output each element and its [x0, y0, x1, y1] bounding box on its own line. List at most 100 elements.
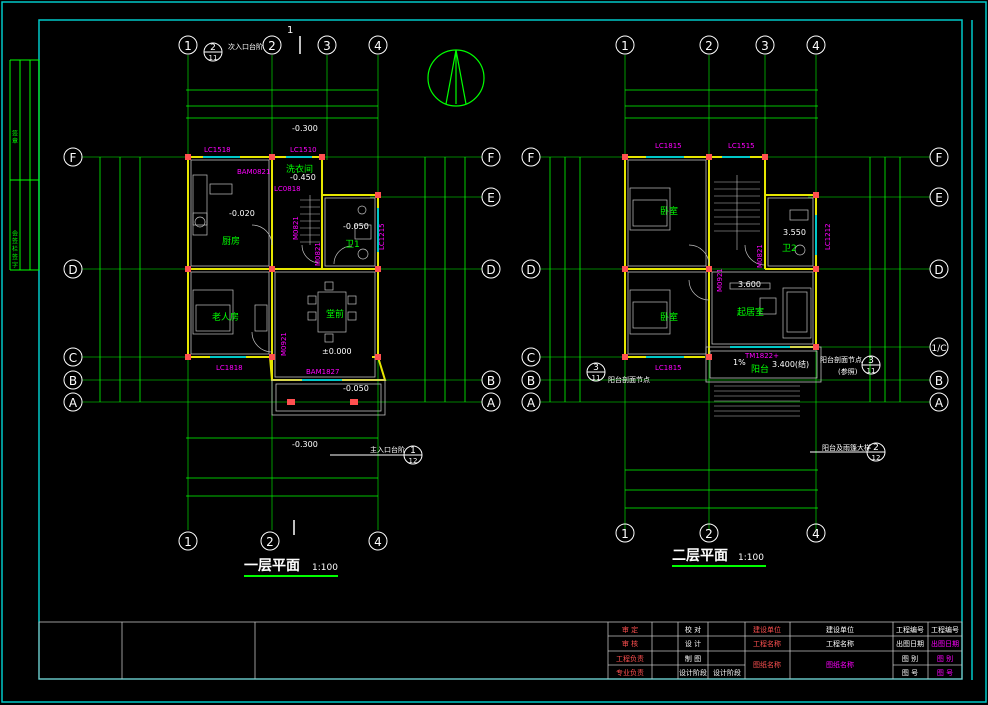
p1-entrance-bottom-ref — [330, 445, 423, 465]
tb-col1-2: 工程负责 — [616, 654, 644, 663]
strip-text-1: 签 章 — [11, 129, 18, 145]
p1-ref-bottom-num: 1 — [410, 446, 416, 456]
plan1-axis-bubbles — [63, 35, 501, 551]
p2-label-lc1815b: LC1815 — [655, 364, 682, 372]
p2-room-bedroom2: 卧室 — [660, 311, 678, 323]
p2-ref-right-sub: 11 — [867, 367, 876, 375]
p2-ref-right-num: 3 — [868, 356, 874, 366]
tb-col2-3: 设计阶段 — [679, 668, 707, 677]
tb-col4-val-3: 图 号 — [937, 669, 953, 677]
plan1-stair — [300, 195, 320, 245]
p2-elev-1: 3.550 — [783, 228, 806, 237]
p2-ref-bottom-label: 阳台及雨篷大样 — [822, 443, 871, 452]
plan1-doors — [251, 224, 353, 353]
p2-axis-right-B: B — [935, 374, 943, 388]
p2-label-tm1822: TM1822+ — [744, 352, 779, 360]
p2-room-wc: 卫2 — [782, 244, 797, 254]
tb-col3-0: 建设单位 — [753, 625, 781, 634]
p1-axis-bottom-4: 4 — [374, 535, 382, 549]
p1-axis-top-1: 1 — [184, 39, 192, 53]
tb-col3-1: 工程名称 — [753, 639, 781, 648]
p2-elev-2: 3.600 — [738, 280, 761, 289]
tb-col4-val-2: 图 别 — [937, 654, 953, 663]
p1-ref-top-num: 2 — [210, 43, 216, 53]
plan2-windows — [646, 156, 817, 358]
tb-col1-3: 专业负责 — [616, 668, 644, 677]
p1-label-m0821a: M0821 — [292, 216, 300, 240]
p2-axis-bottom-2: 2 — [705, 527, 713, 541]
p1-elev-5: ±0.000 — [322, 347, 352, 356]
tb-col3-val-2: 图纸名称 — [826, 660, 854, 669]
p2-ref-right-note: (参照) — [838, 367, 858, 376]
plan2-doors — [688, 244, 766, 301]
plan1-dimension-lines — [99, 89, 466, 497]
p1-ref-top-sub: 11 — [209, 54, 218, 62]
p2-axis-top-4: 4 — [812, 39, 820, 53]
p1-elev-7: -0.300 — [292, 440, 318, 449]
p2-room-balcony: 阳台 — [751, 363, 769, 375]
title-block — [38, 621, 963, 680]
plan2-furniture — [629, 187, 812, 339]
p1-entrance-top-ref — [203, 42, 223, 62]
p2-axis-left-D: D — [526, 263, 535, 277]
p1-room-elder: 老人房 — [212, 311, 239, 323]
tb-col2-1: 设 计 — [685, 639, 701, 648]
p2-room-living: 起居室 — [737, 306, 764, 318]
plan1-title: 一层平面 — [244, 558, 300, 574]
p1-label-m0921: M0921 — [280, 332, 288, 356]
p2-axis-right-1C: 1/C — [931, 344, 946, 354]
p1-axis-top-4: 4 — [374, 39, 382, 53]
p1-label-lc1510: LC1510 — [290, 146, 317, 154]
p2-ref-left-num: 3 — [593, 363, 599, 373]
tb-col1-0: 审 定 — [622, 625, 638, 634]
p1-room-kitchen: 厨房 — [222, 235, 240, 247]
p1-label-lc1215: LC1215 — [378, 223, 386, 250]
p1-axis-bottom-2: 2 — [266, 535, 274, 549]
p2-room-bedroom1: 卧室 — [660, 205, 678, 217]
p1-axis-right-D: D — [486, 263, 495, 277]
p1-elev-1: -0.300 — [292, 124, 318, 133]
p2-axis-bottom-1: 1 — [621, 527, 629, 541]
p1-entrance-bottom-label: 主入口台阶 — [370, 445, 405, 454]
p1-axis-left-D: D — [68, 263, 77, 277]
p2-ref-bubbles — [586, 355, 886, 462]
section-marker-label: 1 — [287, 25, 293, 36]
p1-room-hall: 堂前 — [326, 308, 344, 320]
p2-ref-left-sub: 11 — [592, 374, 601, 382]
p2-axis-left-C: C — [527, 351, 535, 365]
tb-col3-val-0: 建设单位 — [826, 625, 854, 634]
p2-axis-left-A: A — [527, 396, 536, 410]
p1-elev-6: -0.050 — [343, 384, 369, 393]
tb-col3-2: 图纸名称 — [753, 660, 781, 669]
p1-axis-right-E: E — [487, 191, 495, 205]
plan2-scale: 1:100 — [738, 553, 764, 563]
p1-axis-top-3: 3 — [323, 39, 331, 53]
p2-label-lc1212: LC1212 — [824, 223, 832, 250]
p1-axis-right-F: F — [488, 151, 495, 165]
p1-axis-right-B: B — [487, 374, 495, 388]
p2-axis-right-A: A — [935, 396, 944, 410]
p1-axis-bottom-1: 1 — [184, 535, 192, 549]
tb-col4-val-1: 出图日期 — [931, 639, 959, 648]
p1-label-lc1818: LC1818 — [216, 364, 243, 372]
section-marker-1 — [293, 36, 301, 535]
tb-col4-1: 出图日期 — [896, 639, 924, 648]
p2-label-lc1515: LC1515 — [728, 142, 755, 150]
p1-axis-right-A: A — [487, 396, 496, 410]
plan1-furniture — [192, 174, 372, 343]
p2-axis-bottom-4: 4 — [812, 527, 820, 541]
p2-axis-left-F: F — [528, 151, 535, 165]
plan1-columns — [185, 154, 381, 405]
p2-elev-3: 3.400(结) — [772, 359, 809, 369]
tb-col4-2: 图 别 — [902, 654, 918, 663]
p1-axis-left-B: B — [69, 374, 77, 388]
p2-label-m0921: M0921 — [716, 268, 724, 292]
p2-axis-left-B: B — [527, 374, 535, 388]
p1-axis-left-A: A — [69, 396, 78, 410]
tb-col2-2: 制 图 — [685, 654, 701, 663]
p2-axis-top-3: 3 — [761, 39, 769, 53]
p1-axis-left-F: F — [70, 151, 77, 165]
north-arrow-icon — [427, 49, 485, 107]
p2-axis-right-D: D — [934, 263, 943, 277]
